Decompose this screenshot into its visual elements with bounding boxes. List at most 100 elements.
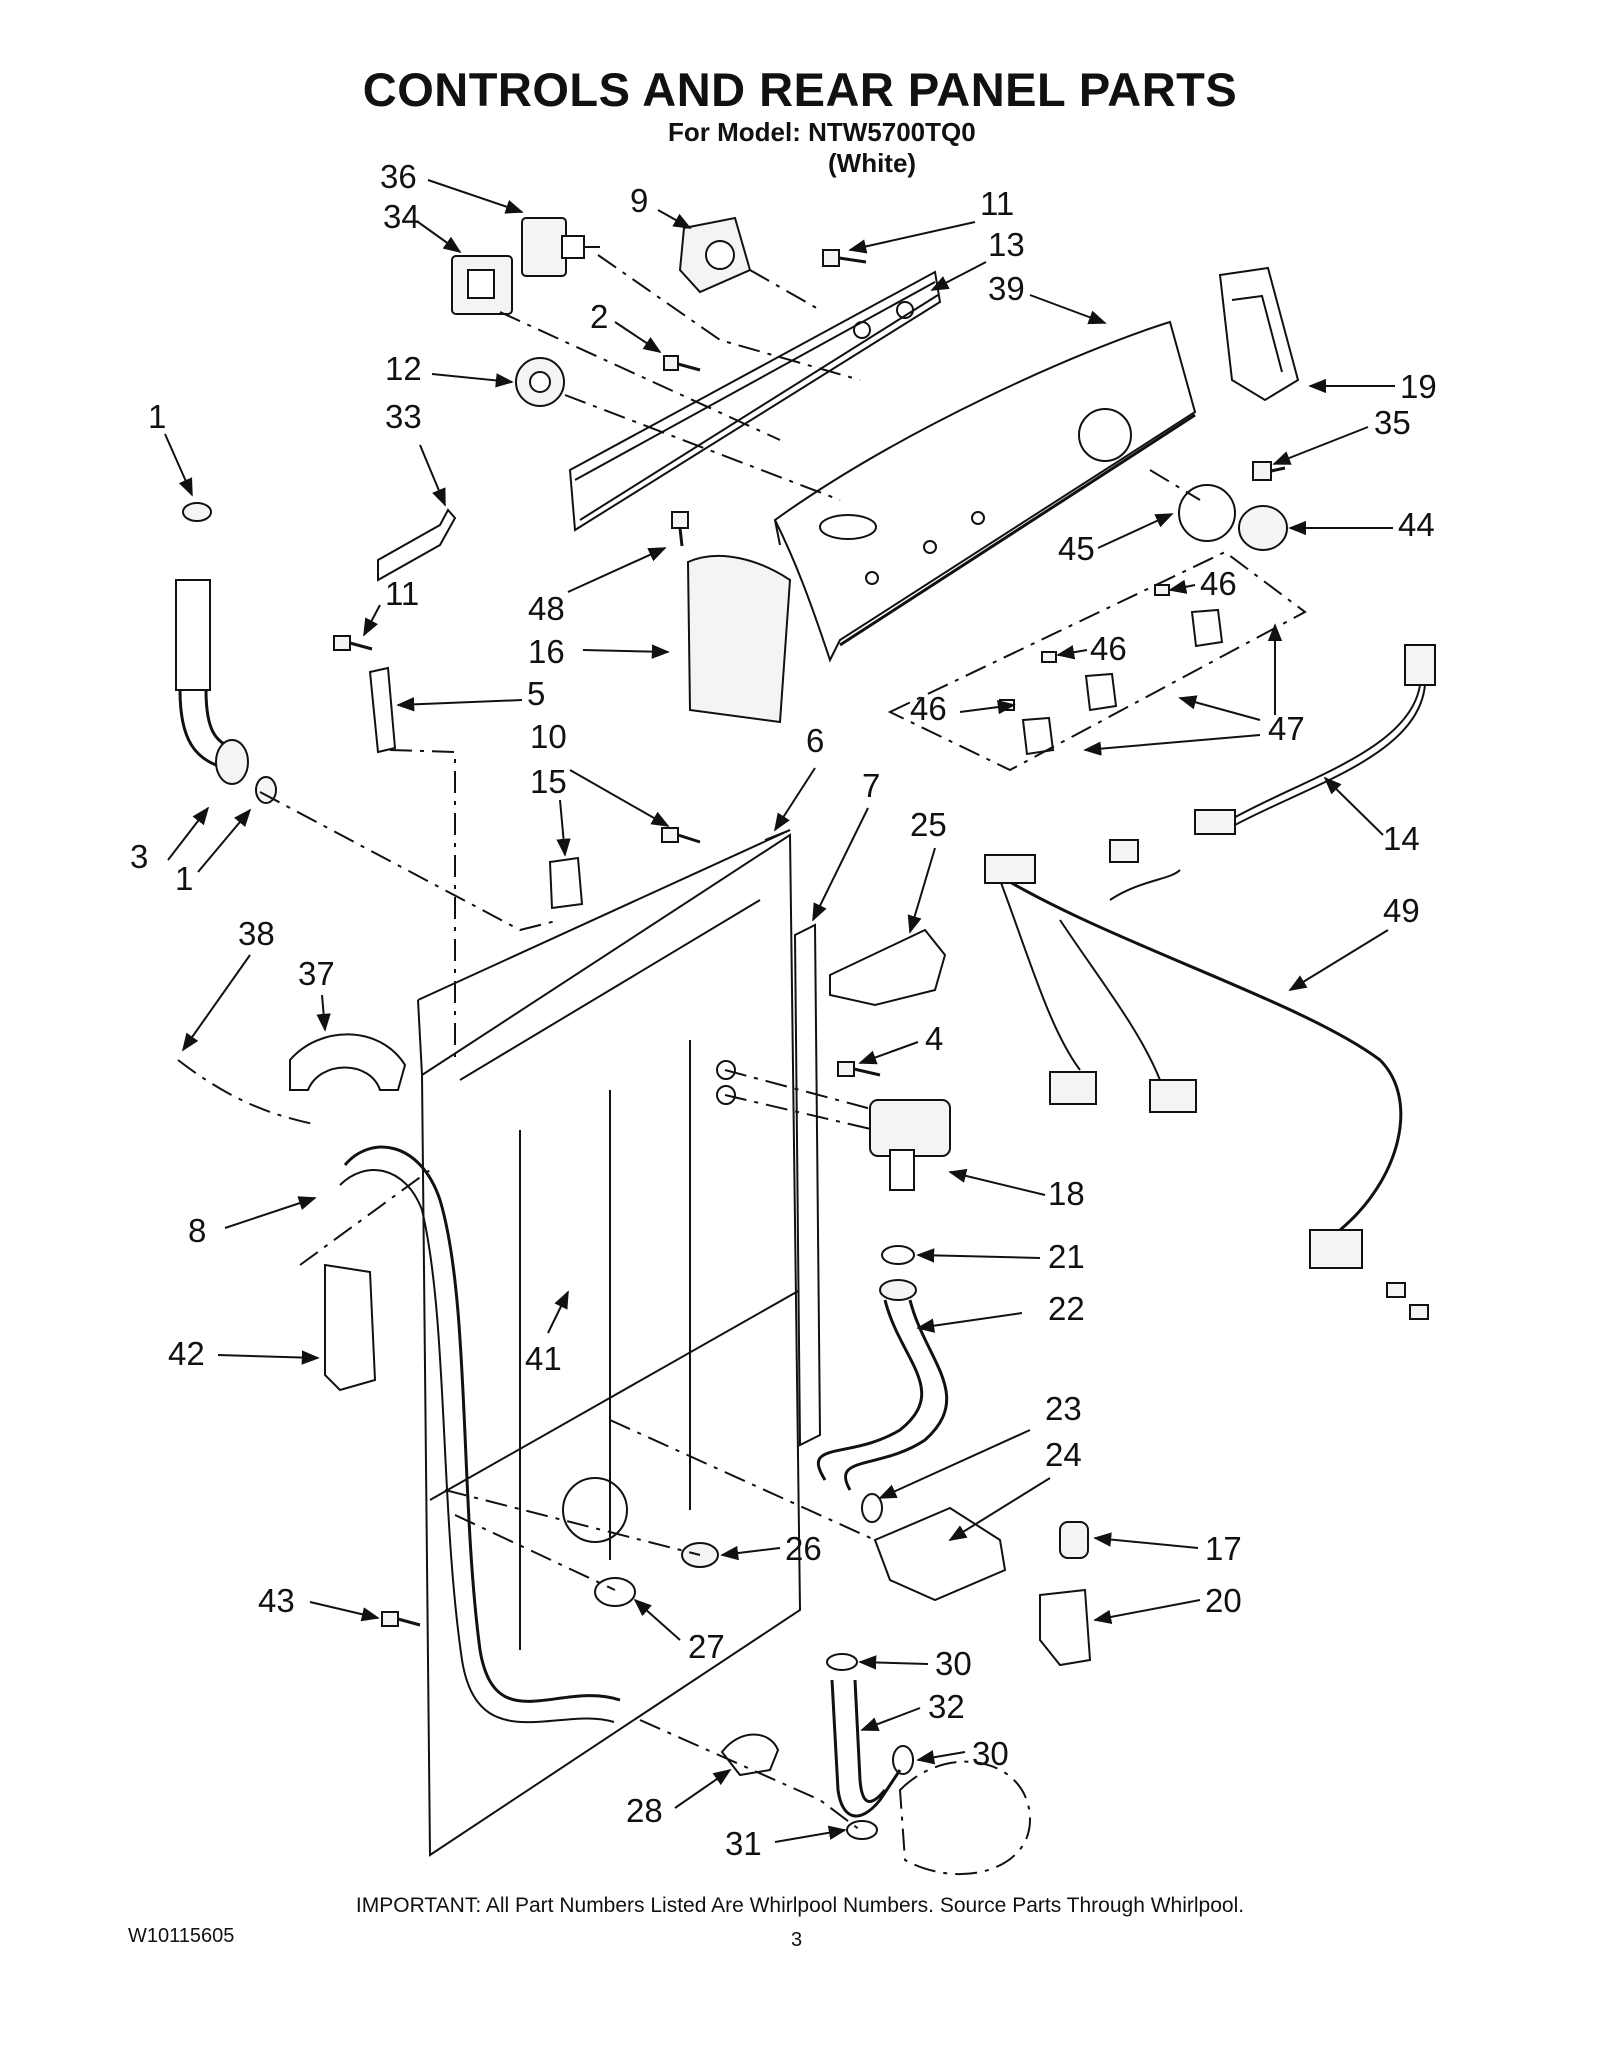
callout-37: 37 — [298, 955, 335, 992]
page-number: 3 — [791, 1929, 803, 1951]
callout-1b: 1 — [175, 860, 193, 897]
part-8-drain-hose-inner — [339, 1169, 615, 1724]
part-27-clamp — [594, 1577, 636, 1607]
callout-25: 25 — [910, 806, 947, 843]
callout-16: 16 — [528, 633, 565, 670]
part-44-knob — [1238, 505, 1288, 551]
leader-arrows — [164, 179, 1395, 1843]
part-37-clamp — [289, 1033, 407, 1091]
important-notice: IMPORTANT: All Part Numbers Listed Are W… — [355, 1894, 1245, 1917]
callout-9: 9 — [630, 182, 648, 219]
part-47-button — [1021, 716, 1055, 756]
part-39-console — [773, 320, 1197, 663]
callout-6: 6 — [806, 722, 824, 759]
part-25-bracket — [829, 928, 947, 1007]
callout-10: 10 — [530, 718, 567, 755]
part-23-clamp — [861, 1493, 883, 1523]
callout-32: 32 — [928, 1688, 965, 1725]
part-30-clamp — [826, 1653, 858, 1671]
part-22-fill-hose — [817, 1279, 949, 1491]
callout-33: 33 — [385, 398, 422, 435]
part-49-wire-harness — [984, 839, 1429, 1320]
part-15-clip — [548, 856, 584, 910]
part-32-drain-hose — [830, 1679, 902, 1818]
part-4-screw — [837, 1061, 881, 1077]
callout-42: 42 — [168, 1335, 205, 1372]
callout-27: 27 — [688, 1628, 725, 1665]
callout-35: 35 — [1374, 404, 1411, 441]
callout-48: 48 — [528, 590, 565, 627]
document-number: W10115605 — [128, 1925, 235, 1947]
part-24-inlet — [873, 1506, 1007, 1602]
part-47-guide — [887, 550, 1307, 772]
part-46-clip — [1154, 584, 1170, 596]
callout-43: 43 — [258, 1582, 295, 1619]
part-1-washer — [182, 502, 212, 522]
callout-1: 1 — [148, 398, 166, 435]
part-42-bracket — [324, 1263, 377, 1392]
callout-14: 14 — [1383, 820, 1420, 857]
part-47-button — [1084, 672, 1118, 712]
callout-31: 31 — [725, 1825, 762, 1862]
callout-30b: 30 — [972, 1735, 1009, 1772]
part-1-washer-lower — [255, 776, 277, 804]
part-45-knob-skirt — [1178, 484, 1236, 542]
part-33-bracket — [377, 508, 457, 582]
callout-41: 41 — [525, 1340, 562, 1377]
part-48-screw — [671, 511, 689, 547]
part-35-screw — [1252, 461, 1286, 481]
callout-3: 3 — [130, 838, 148, 875]
part-21-clamp — [881, 1245, 915, 1265]
callout-17: 17 — [1205, 1530, 1242, 1567]
callout-26: 26 — [785, 1530, 822, 1567]
callout-4: 4 — [925, 1020, 943, 1057]
part-2-screw — [663, 355, 701, 372]
part-17-capacitor — [1059, 1521, 1089, 1559]
callout-5: 5 — [527, 675, 545, 712]
part-32-drain-hose-edge — [853, 1679, 887, 1803]
callout-19: 19 — [1400, 368, 1437, 405]
assembly-lines — [259, 254, 1201, 1831]
callout-28: 28 — [626, 1792, 663, 1829]
callout-21: 21 — [1048, 1238, 1085, 1275]
callout-44: 44 — [1398, 506, 1435, 543]
callout-34: 34 — [383, 198, 420, 235]
callout-47: 47 — [1268, 710, 1305, 747]
part-36-switch — [521, 217, 600, 277]
part-3-hose — [175, 579, 249, 785]
callout-7: 7 — [862, 767, 880, 804]
part-6-rear-panel — [417, 829, 802, 1857]
part-46-clip — [1041, 651, 1057, 663]
part-43-screw — [381, 1611, 421, 1627]
part-7-side-rail — [793, 923, 822, 1447]
part-38-tie — [177, 1059, 319, 1126]
part-28-clamp — [720, 1733, 780, 1777]
pump-phantom-outline — [898, 1760, 1032, 1875]
part-14-power-cord — [1194, 644, 1436, 835]
part-19-end-cap — [1218, 266, 1300, 402]
callout-24: 24 — [1045, 1436, 1082, 1473]
callout-23: 23 — [1045, 1390, 1082, 1427]
callout-13: 13 — [988, 226, 1025, 263]
callout-36: 36 — [380, 158, 417, 195]
part-13-bracket — [568, 270, 942, 532]
callout-39: 39 — [988, 270, 1025, 307]
callout-15: 15 — [530, 763, 567, 800]
callout-8: 8 — [188, 1212, 206, 1249]
callout-20: 20 — [1205, 1582, 1242, 1619]
model-color: (White) — [828, 148, 917, 178]
part-11-screw-left — [333, 635, 373, 651]
callout-18: 18 — [1048, 1175, 1085, 1212]
part-11-screw — [822, 249, 867, 267]
part-9-timer — [678, 216, 752, 294]
callout-11: 11 — [980, 185, 1014, 222]
part-16-bracket — [686, 554, 792, 724]
part-20-pump — [1039, 1588, 1092, 1667]
callout-30: 30 — [935, 1645, 972, 1682]
model-number: For Model: NTW5700TQ0 — [668, 117, 976, 147]
callout-labels: 36 34 9 11 13 39 2 12 19 1 33 35 44 45 4… — [130, 158, 1437, 1862]
callout-46b: 46 — [1090, 630, 1127, 667]
callout-11b: 11 — [385, 575, 419, 612]
part-5-clip — [368, 666, 397, 754]
